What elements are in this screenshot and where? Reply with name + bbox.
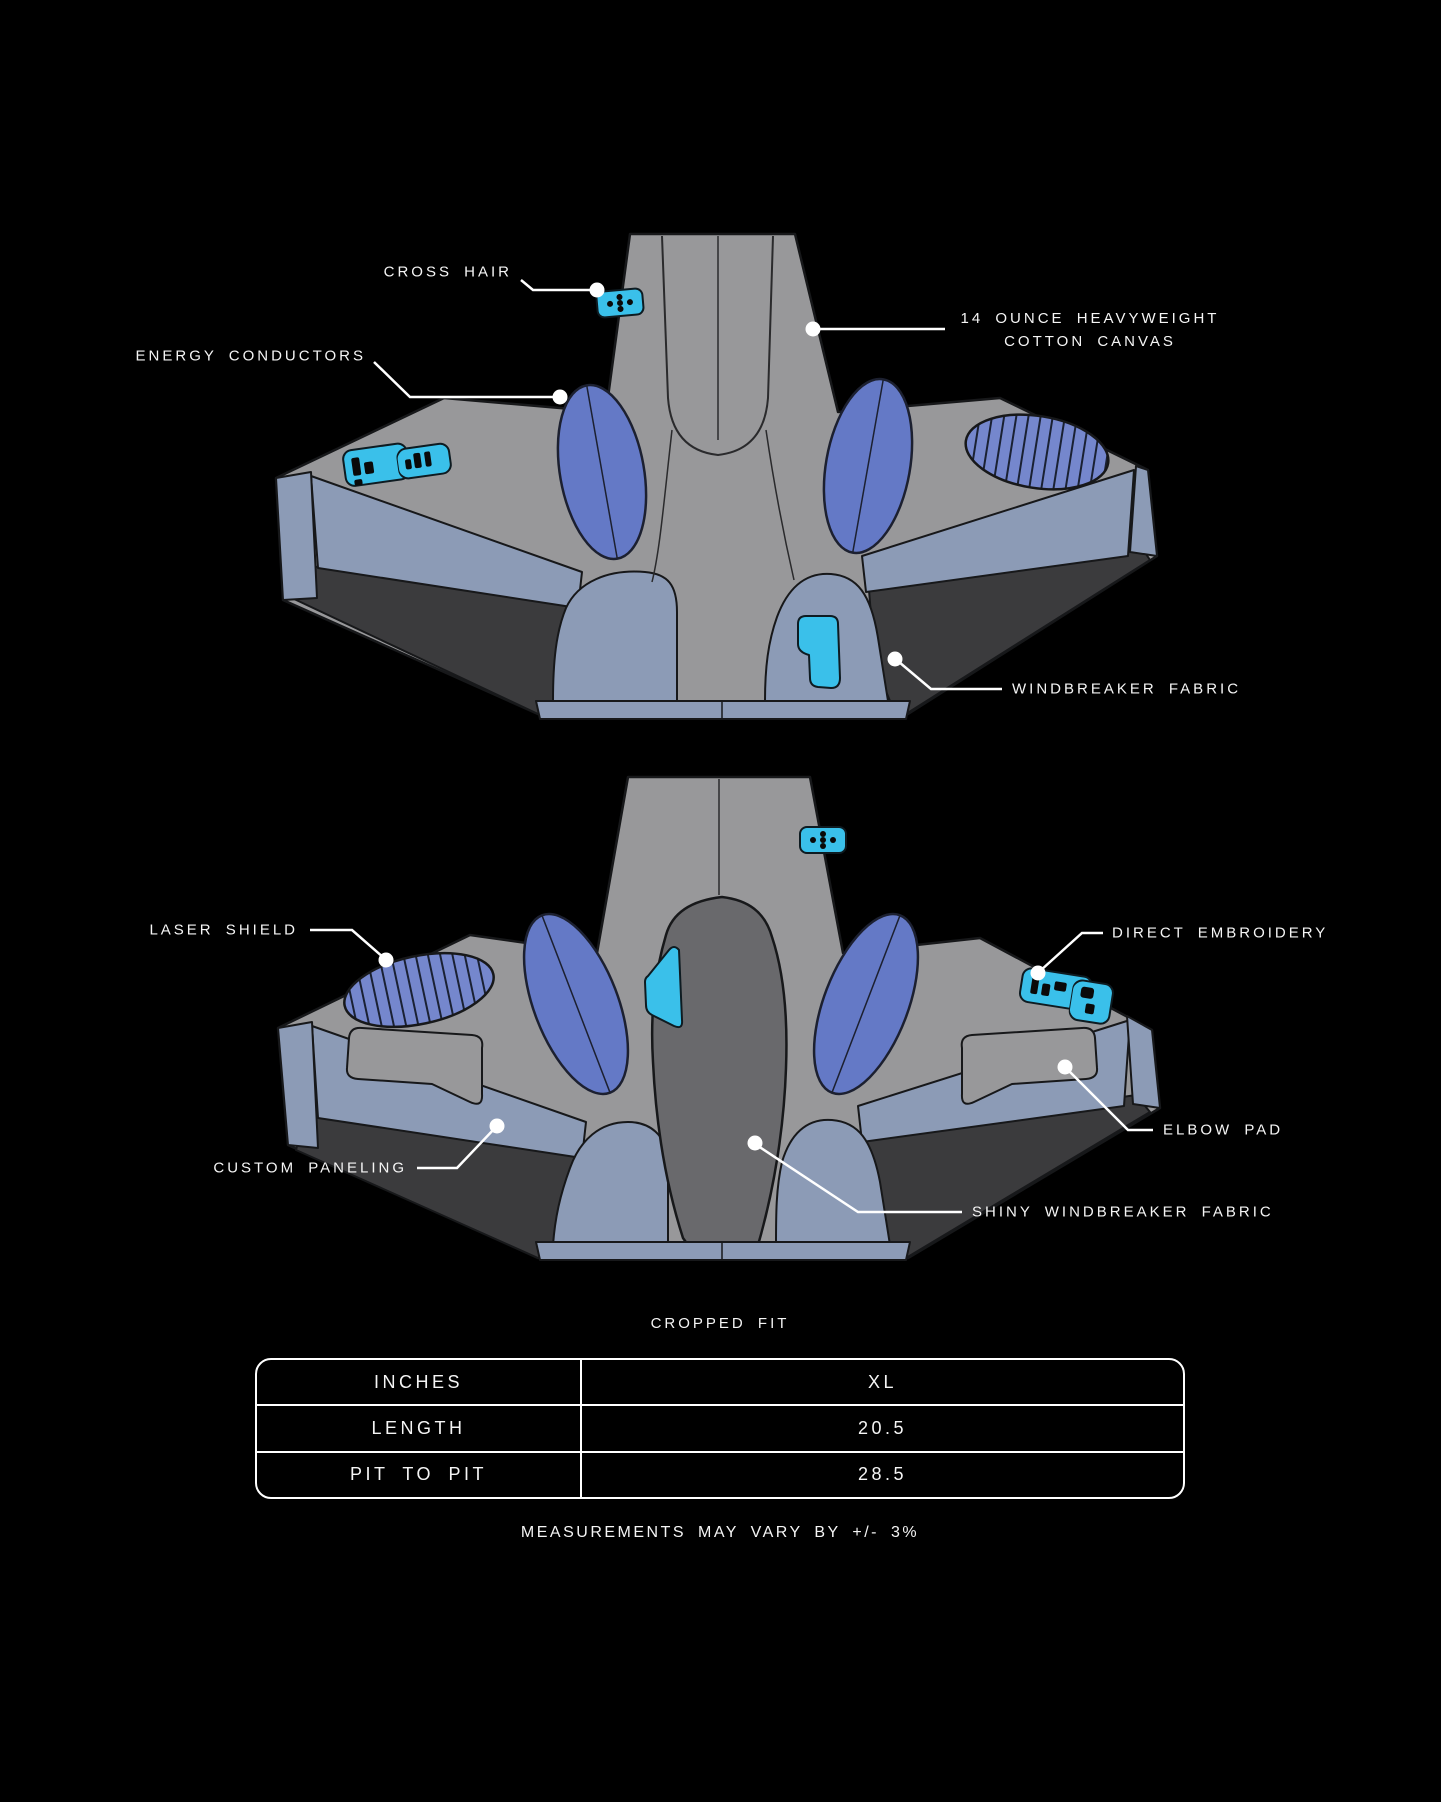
energy-conductor-right	[822, 377, 914, 555]
label-cotton-canvas-line2: COTTON CANVAS	[1004, 333, 1176, 350]
label-cross-hair: CROSS HAIR	[383, 263, 512, 281]
size-table-pit-value: 28.5	[857, 1464, 908, 1485]
size-table-header-units: INCHES	[257, 1360, 582, 1405]
label-direct-embroidery: DIRECT EMBROIDERY	[1112, 924, 1329, 942]
laser-shield-patch-back	[343, 951, 495, 1029]
back-hem-band	[535, 1241, 911, 1261]
pocket-patch-front	[797, 615, 841, 689]
back-energy-conductor-right	[812, 912, 920, 1096]
measurements-footnote: MEASUREMENTS MAY VARY BY +/- 3%	[520, 1524, 920, 1541]
front-cuff-left	[275, 471, 318, 601]
back-side-panel-right	[775, 1118, 891, 1246]
size-table-pit-label: PIT TO PIT	[257, 1452, 582, 1497]
front-sleeve-band-right	[861, 469, 1135, 593]
shiny-windbreaker-leader	[747, 1135, 962, 1214]
front-side-panel-left	[552, 570, 678, 702]
elbow-pad-right	[960, 1026, 1099, 1105]
label-laser-shield: LASER SHIELD	[149, 921, 298, 939]
label-custom-paneling: CUSTOM PANELING	[213, 1159, 407, 1177]
label-shiny-windbreaker-fabric: SHINY WINDBREAKER FABRIC	[972, 1203, 1274, 1221]
elbow-pad-left	[345, 1026, 484, 1105]
direct-embroidery-leader	[1030, 931, 1103, 981]
cross-hair-patch-front	[595, 287, 645, 319]
label-cotton-canvas: 14 OUNCE HEAVYWEIGHT COTTON CANVAS	[950, 307, 1230, 353]
cross-hair-leader	[520, 279, 605, 298]
front-cuff-right	[1129, 465, 1158, 557]
back-cuff-left	[277, 1021, 319, 1149]
front-hem-band	[535, 700, 911, 720]
front-hood-seam-u	[661, 235, 774, 456]
energy-conductor-left	[556, 383, 648, 561]
custom-paneling-leader	[417, 1118, 505, 1170]
label-elbow-pad: ELBOW PAD	[1163, 1121, 1284, 1139]
size-table-length-value: 20.5	[857, 1417, 908, 1438]
leader-lines	[310, 279, 1153, 1214]
back-cuff-right	[1126, 1015, 1161, 1109]
size-table-row-length: LENGTH 20.5	[257, 1404, 1183, 1451]
laser-shield-leader	[310, 928, 394, 968]
label-cotton-canvas-line1: 14 OUNCE HEAVYWEIGHT	[960, 310, 1220, 327]
size-table-length-label: LENGTH	[257, 1406, 582, 1451]
back-energy-conductor-left	[522, 912, 630, 1096]
energy-conductors-leader	[373, 361, 568, 405]
size-table-header-row: INCHES XL	[257, 1360, 1183, 1405]
elbow-pad-leader	[1057, 1059, 1153, 1132]
label-energy-conductors: ENERGY CONDUCTORS	[135, 347, 366, 365]
size-table-row-pit-to-pit: PIT TO PIT 28.5	[257, 1450, 1183, 1497]
jacket-front-view	[274, 232, 1159, 720]
embroidery-patch-back	[1018, 967, 1114, 1025]
front-chest-seam-left	[651, 429, 673, 583]
jacket-back-view	[276, 775, 1162, 1261]
embroidery-patch-front	[342, 442, 452, 487]
windbreaker-fabric-leader	[887, 651, 1002, 691]
size-table: INCHES XL LENGTH 20.5 PIT TO PIT 28.5	[255, 1358, 1185, 1499]
cross-hair-patch-back	[799, 826, 847, 854]
cotton-canvas-leader	[805, 321, 945, 337]
fit-label: CROPPED FIT	[650, 1315, 790, 1332]
laser-shield-patch-front	[964, 413, 1110, 491]
label-windbreaker-fabric: WINDBREAKER FABRIC	[1012, 680, 1242, 698]
front-chest-seam-right	[765, 429, 795, 581]
shield-patch-back	[644, 946, 684, 1029]
size-table-header-size: XL	[867, 1371, 898, 1392]
